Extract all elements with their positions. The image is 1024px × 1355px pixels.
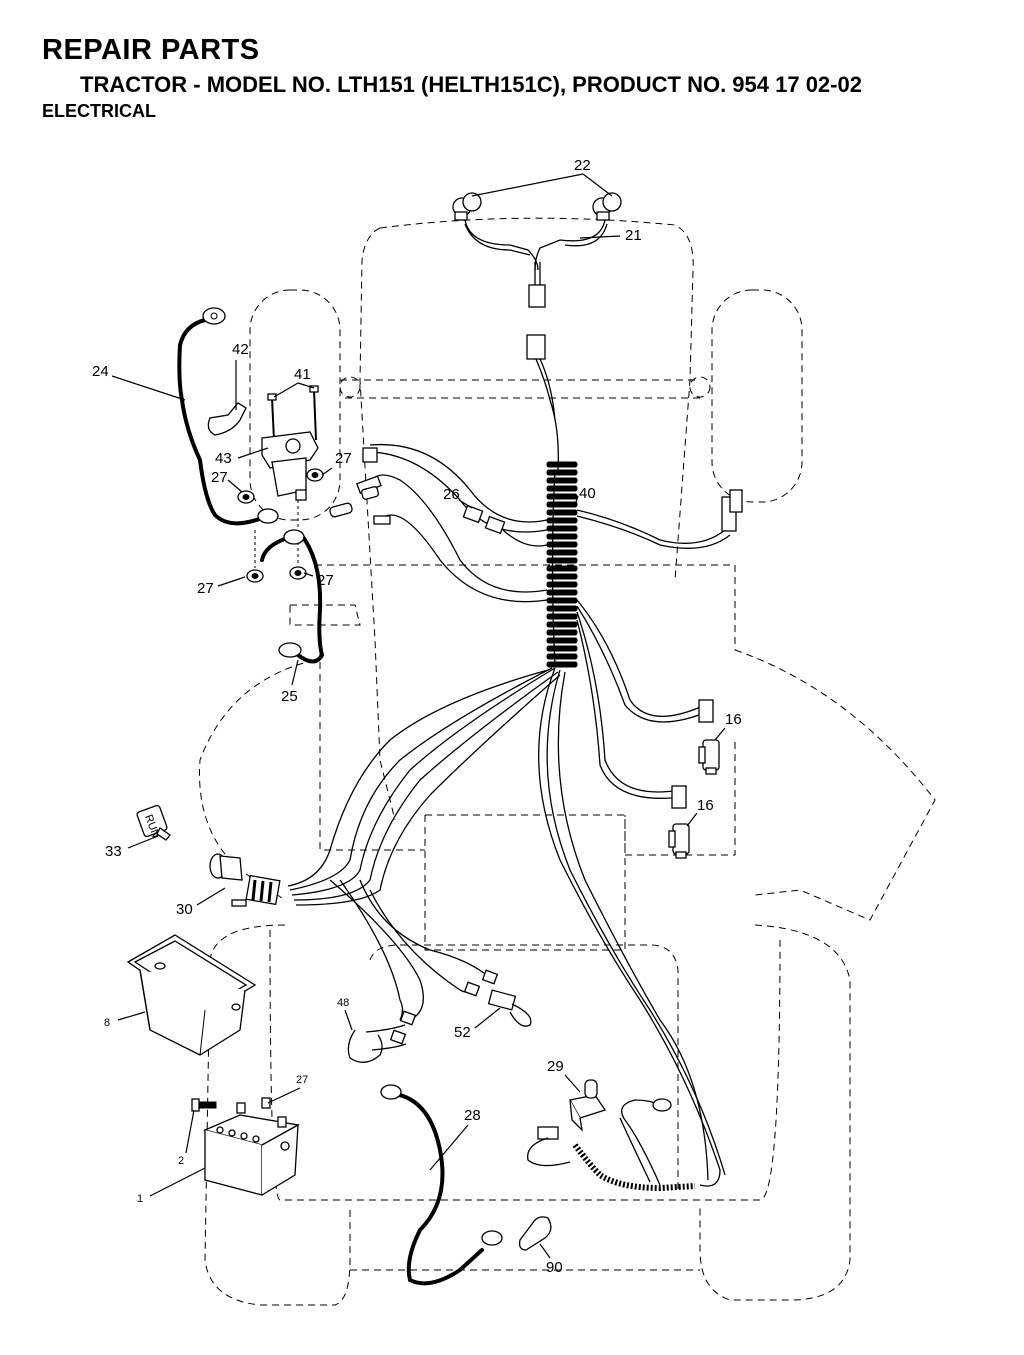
switch-16-upper	[698, 739, 720, 775]
leader-21	[579, 235, 621, 239]
wire-52	[487, 989, 532, 1027]
callout-90: 90	[546, 1259, 563, 1276]
callout-27-d: 27	[317, 572, 334, 589]
cable-24	[177, 307, 279, 526]
callout-21: 21	[625, 227, 642, 244]
callout-40: 40	[579, 485, 596, 502]
page-title: REPAIR PARTS	[42, 34, 260, 66]
solenoid-assembly	[207, 385, 379, 583]
switch-29	[527, 1079, 696, 1192]
callout-27-e: 27	[296, 1074, 308, 1086]
callout-24: 24	[92, 363, 109, 380]
callout-43: 43	[215, 450, 232, 467]
wire-48	[347, 1024, 407, 1063]
callout-8: 8	[104, 1017, 110, 1029]
leader-22	[471, 173, 613, 197]
callout-2: 2	[178, 1155, 184, 1167]
callout-27-b: 27	[335, 450, 352, 467]
callout-labels: 22 21 42 41 24 43 27 27 27 27 26 40 25 1…	[92, 157, 742, 1276]
switch-16-lower	[668, 823, 690, 859]
callout-16-b: 16	[697, 797, 714, 814]
tractor-outline	[199, 217, 936, 1306]
callout-29: 29	[547, 1058, 564, 1075]
battery-box-8	[126, 934, 257, 1056]
callout-1: 1	[137, 1193, 143, 1205]
callout-27-a: 27	[211, 469, 228, 486]
main-harness	[287, 443, 743, 1187]
callout-52: 52	[454, 1024, 471, 1041]
cable-28	[380, 1084, 503, 1286]
headlight-harness	[452, 192, 622, 471]
bolt-2	[191, 1098, 217, 1112]
callout-26: 26	[443, 486, 460, 503]
model-subtitle: TRACTOR - MODEL NO. LTH151 (HELTH151C), …	[80, 72, 862, 97]
section-title: ELECTRICAL	[42, 101, 156, 121]
callout-33: 33	[105, 843, 122, 860]
boot-90	[518, 1216, 552, 1251]
callout-41: 41	[294, 366, 311, 383]
leader-lines	[111, 360, 726, 1259]
callout-48: 48	[337, 997, 349, 1009]
ignition-key-33: RUN	[136, 804, 171, 841]
nut-27-battery	[261, 1097, 271, 1109]
callout-30: 30	[176, 901, 193, 918]
battery-1	[203, 1102, 300, 1196]
headlight-left	[452, 192, 482, 221]
headlight-right	[592, 192, 622, 221]
callout-28: 28	[464, 1107, 481, 1124]
callout-25: 25	[281, 688, 298, 705]
loom-coils	[546, 461, 578, 668]
callout-16-a: 16	[725, 711, 742, 728]
cable-25	[260, 529, 325, 664]
callout-42: 42	[232, 341, 249, 358]
ignition-switch-30	[209, 853, 281, 907]
callout-27-c: 27	[197, 580, 214, 597]
callout-22: 22	[574, 157, 591, 174]
